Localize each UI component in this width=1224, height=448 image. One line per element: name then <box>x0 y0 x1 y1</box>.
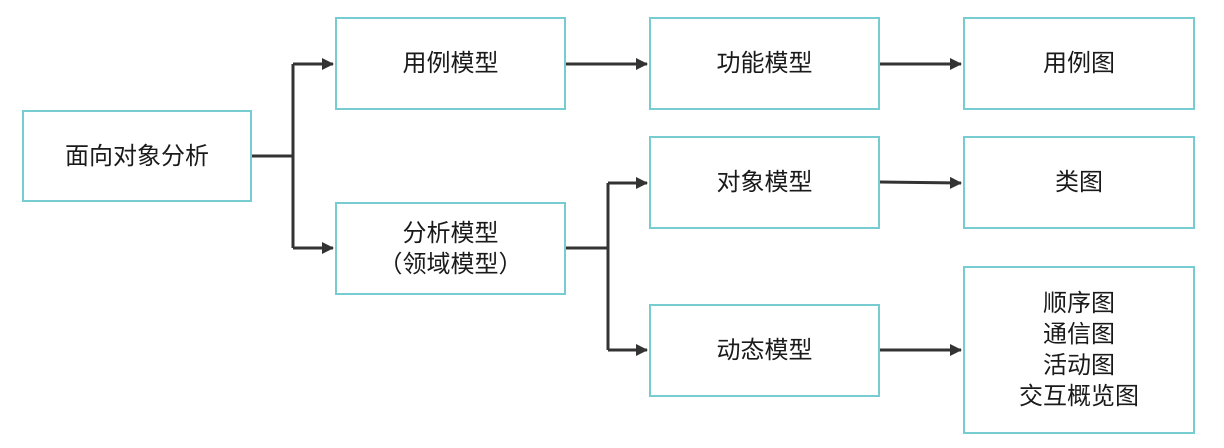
node-label-sequence-diagram: 顺序图 <box>1043 289 1115 317</box>
node-label-communication-diagram: 通信图 <box>1043 320 1115 348</box>
node-label: 面向对象分析 <box>65 141 209 170</box>
node-label: 类图 <box>1055 168 1103 196</box>
node-function-model: 功能模型 <box>649 17 880 110</box>
node-usecase-diagram: 用例图 <box>963 17 1195 110</box>
node-label: 对象模型 <box>716 168 813 196</box>
node-object-model: 对象模型 <box>649 136 880 229</box>
node-label-line-1: 分析模型 <box>402 218 499 247</box>
node-label: 用例图 <box>1043 49 1115 77</box>
arrow-object-to-class-diagram <box>879 176 962 189</box>
node-label-activity-diagram: 活动图 <box>1043 351 1115 379</box>
node-label: 动态模型 <box>716 336 813 364</box>
node-object-oriented-analysis: 面向对象分析 <box>22 110 252 202</box>
node-label-line-2: （领域模型） <box>378 249 523 278</box>
node-analysis-model: 分析模型 （领域模型） <box>335 202 566 295</box>
node-dynamic-model: 动态模型 <box>649 304 880 397</box>
node-class-diagram: 类图 <box>963 136 1195 229</box>
node-interaction-diagrams: 顺序图 通信图 活动图 交互概览图 <box>963 266 1195 434</box>
node-label: 用例模型 <box>402 49 499 77</box>
node-usecase-model: 用例模型 <box>335 17 566 110</box>
node-label: 功能模型 <box>716 49 813 77</box>
node-label-interaction-overview-diagram: 交互概览图 <box>1019 382 1139 410</box>
